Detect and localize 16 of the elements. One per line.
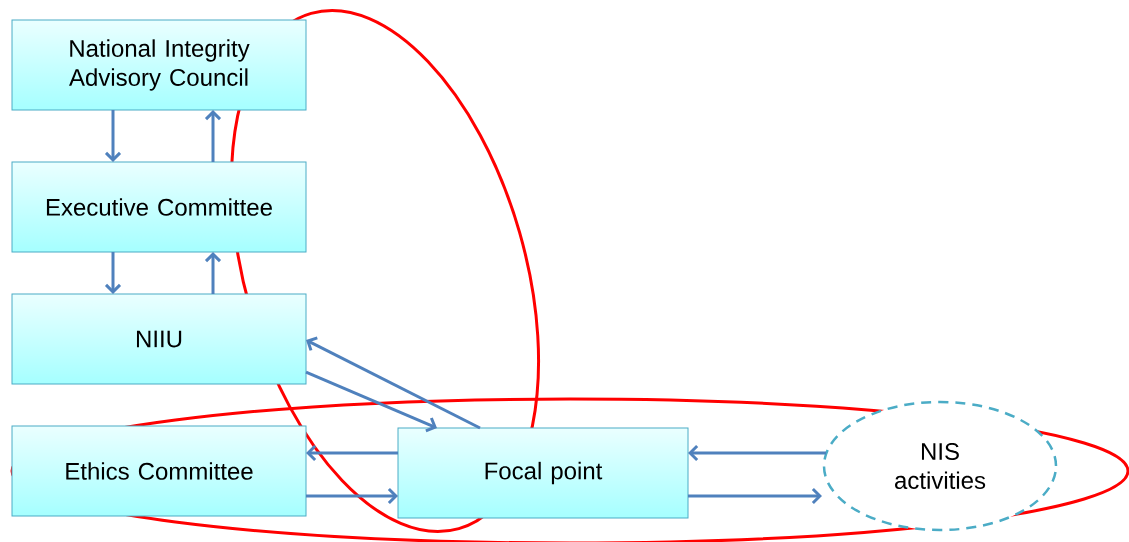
process-box: Focal point — [397, 427, 689, 519]
process-box: Ethics Committee — [11, 425, 307, 517]
arrow — [204, 110, 222, 162]
arrow — [204, 252, 222, 294]
arrow — [688, 487, 822, 505]
process-box: National Integrity Advisory Council — [11, 19, 307, 111]
arrow — [306, 487, 398, 505]
arrow — [104, 252, 122, 294]
process-box: Executive Committee — [11, 161, 307, 253]
arrow — [306, 444, 398, 462]
arrow — [104, 110, 122, 162]
arrow — [688, 444, 826, 462]
node-label: NIS activities — [895, 443, 986, 489]
process-box: NIIU — [11, 293, 307, 385]
arrow — [306, 336, 481, 430]
arrow — [305, 370, 437, 433]
